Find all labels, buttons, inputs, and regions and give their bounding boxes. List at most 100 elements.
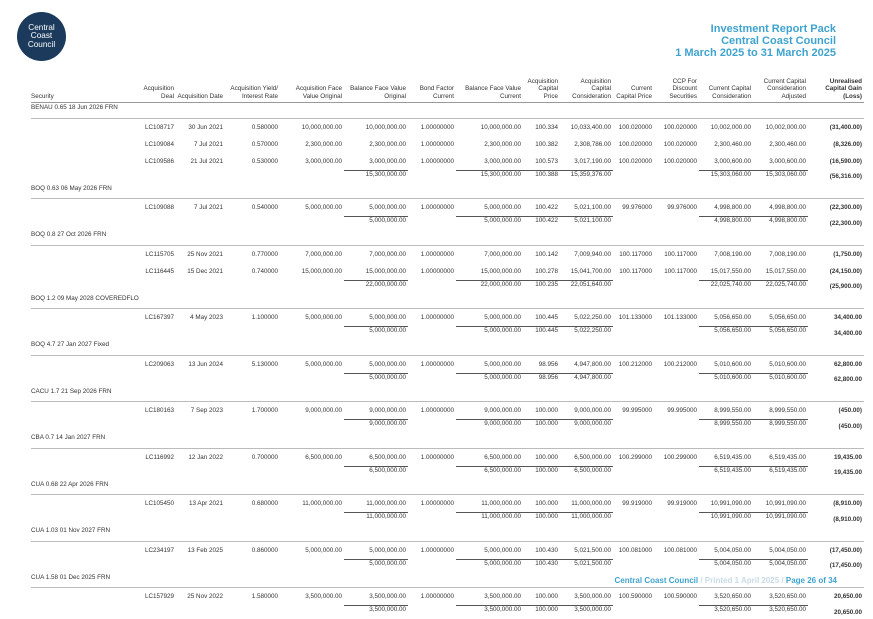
cell-bal_orig: 7,000,000.00	[369, 250, 406, 258]
cell-cur_cons: 10,002,000.00	[710, 123, 751, 131]
cell-gain: (450.00)	[838, 407, 862, 415]
cell-deal: LC167397	[144, 314, 174, 322]
cell-bal_orig: 5,000,000.00	[369, 314, 406, 322]
cell-gain: 19,435.00	[833, 453, 862, 461]
cell-date: 21 Jul 2021	[190, 157, 223, 165]
column-header-deal: Acquisition Deal	[134, 78, 176, 104]
subtotal-cur_adj: 10,991,090.00	[753, 512, 808, 527]
security-name: BOQ 0.63 06 May 2026 FRN	[31, 183, 864, 200]
subtotal-cur_adj: 5,010,600.00	[753, 372, 808, 387]
subtotal-cur_cons: 3,520,650.00	[699, 605, 753, 619]
subtotal-spacer-cell	[134, 280, 176, 294]
cell-cur_cons: 2,300,460.00	[714, 140, 751, 148]
cell-cur_price: 100.020000	[618, 140, 652, 148]
column-header-factor: Bond Factor Current	[408, 78, 456, 104]
subtotal-acq_price: 100.388	[523, 169, 560, 184]
cell-acq_cons: 11,000,000.00	[571, 500, 611, 508]
cell-acq_price: 100.430	[535, 546, 558, 554]
subtotal-acq_price: 100.000	[523, 605, 560, 619]
subtotal-spacer-cell	[280, 513, 344, 527]
cell-factor: 1.00000000	[420, 500, 454, 508]
subtotal-spacer-cell	[280, 559, 344, 573]
cell-deal: LC157929	[144, 593, 174, 601]
security-spacer-cell	[31, 588, 134, 606]
subtotal-spacer-cell	[408, 327, 456, 341]
subtotal-spacer-cell	[176, 217, 225, 231]
cell-fv_orig: 5,000,000.00	[305, 360, 342, 368]
cell-factor: 1.00000000	[420, 123, 454, 131]
cell-cur_price: 100.081000	[618, 546, 652, 554]
cell-acq_cons: 3,500,000.00	[574, 593, 611, 601]
cell-ccp: 99.995000	[667, 407, 697, 415]
council-logo: Central Coast Council	[17, 12, 66, 61]
cell-date: 4 May 2023	[190, 314, 223, 322]
cell-acq_cons: 5,021,100.00	[574, 204, 611, 212]
cell-yield: 0.530000	[251, 157, 278, 165]
subtotal-spacer-cell	[31, 606, 134, 619]
cell-acq_price: 100.000	[535, 453, 558, 461]
subtotal-spacer-cell	[225, 420, 280, 434]
subtotal-spacer-cell	[613, 327, 654, 341]
subtotal-bal_cur: 15,300,000.00	[456, 169, 523, 184]
cell-cur_price: 99.976000	[622, 204, 652, 212]
cell-ccp: 99.919000	[667, 500, 697, 508]
subtotal-spacer-cell	[613, 373, 654, 387]
subtotal-cur_cons: 6,519,435.00	[699, 465, 753, 480]
security-name: BOQ 1.2 09 May 2028 COVEREDFLO	[31, 293, 864, 310]
subtotal-bal_cur: 22,000,000.00	[456, 279, 523, 294]
subtotal-spacer-cell	[654, 420, 699, 434]
subtotal-cur_adj: 3,520,650.00	[753, 605, 808, 619]
subtotal-spacer-cell	[280, 466, 344, 480]
cell-gain: (17,450.00)	[829, 546, 862, 554]
subtotal-spacer-cell	[408, 466, 456, 480]
cell-factor: 1.00000000	[420, 546, 454, 554]
cell-date: 7 Sep 2023	[190, 407, 223, 415]
cell-yield: 1.580000	[251, 593, 278, 601]
cell-cur_price: 100.117000	[619, 267, 652, 275]
cell-ccp: 100.117000	[664, 250, 697, 258]
subtotal-spacer-cell	[408, 420, 456, 434]
cell-date: 12 Jan 2022	[188, 453, 223, 461]
cell-gain: (24,150.00)	[829, 267, 862, 275]
subtotal-bal_orig: 11,000,000.00	[344, 512, 408, 527]
cell-fv_orig: 9,000,000.00	[305, 407, 342, 415]
cell-bal_orig: 3,000,000.00	[369, 157, 406, 165]
cell-date: 7 Jul 2021	[193, 140, 223, 148]
subtotal-spacer-cell	[225, 513, 280, 527]
subtotal-cur_cons: 15,303,060.00	[699, 169, 753, 184]
security-spacer-cell	[31, 495, 134, 513]
cell-cur_cons: 3,520,650.00	[714, 593, 751, 601]
report-organisation: Central Coast Council	[721, 35, 836, 47]
subtotal-spacer-cell	[176, 606, 225, 619]
report-header: Investment Report Pack Central Coast Cou…	[675, 23, 836, 59]
security-spacer-cell	[31, 541, 134, 559]
cell-bal_cur: 5,000,000.00	[484, 360, 521, 368]
column-header-acq_price: Acquisition Capital Price	[523, 78, 560, 104]
subtotal-acq_cons: 11,000,000.00	[560, 512, 613, 527]
subtotal-spacer-cell	[613, 217, 654, 231]
cell-ccp: 99.976000	[667, 204, 697, 212]
cell-bal_cur: 15,000,000.00	[480, 267, 521, 275]
cell-bal_cur: 9,000,000.00	[484, 407, 521, 415]
subtotal-spacer-cell	[134, 420, 176, 434]
subtotal-spacer-cell	[280, 420, 344, 434]
security-group-row: CUA 1.58 01 Dec 2025 FRN	[31, 572, 864, 589]
subtotal-spacer-cell	[613, 466, 654, 480]
subtotal-cur_adj: 6,519,435.00	[753, 465, 808, 480]
cell-deal: LC209063	[144, 360, 174, 368]
cell-acq_cons: 4,947,800.00	[574, 360, 611, 368]
cell-bal_cur: 2,300,000.00	[484, 140, 521, 148]
subtotal-spacer-cell	[31, 327, 134, 341]
cell-deal: LC116445	[145, 267, 174, 275]
subtotal-spacer-cell	[225, 327, 280, 341]
report-period: 1 March 2025 to 31 March 2025	[675, 47, 836, 59]
column-header-bal_orig: Balance Face Value Original	[344, 78, 408, 104]
cell-yield: 0.740000	[251, 267, 278, 275]
subtotal-bal_cur: 5,000,000.00	[456, 216, 523, 231]
security-name: CBA 0.7 14 Jan 2027 FRN	[31, 433, 864, 449]
cell-factor: 1.00000000	[420, 140, 454, 148]
